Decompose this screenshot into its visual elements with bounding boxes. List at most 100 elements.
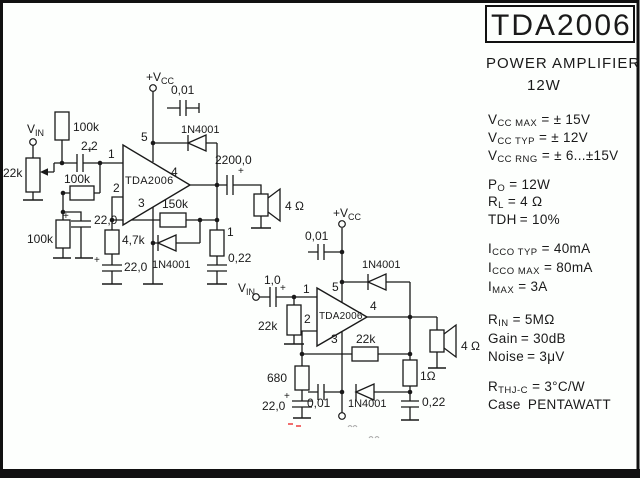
- cap-2u2-value: 2,2: [81, 139, 98, 153]
- amp1-pin1: 1: [108, 147, 115, 161]
- diode-1n4001-bottom-amp1: 1N4001: [152, 233, 191, 271]
- cap-2200u-polarity: +: [238, 166, 244, 177]
- amp2-pin4: 4: [370, 299, 377, 313]
- ground-ticks-amp1: [23, 199, 271, 285]
- cap-1u-input: 1,0 +: [264, 273, 286, 307]
- resistor-4k7-value: 4,7k: [122, 233, 146, 247]
- vcc1-label: +VCC: [146, 70, 175, 86]
- spec-imax: IMAX = 3A: [488, 279, 548, 296]
- diode-1n4001-bottom-amp2: 1N4001: [348, 382, 387, 410]
- vcc2-label: +VCC: [333, 206, 362, 222]
- pot-22k: 22k: [3, 157, 48, 193]
- amp1-circuit: VIN 22k 100k 2,2 + 100k 100k: [3, 70, 304, 285]
- cap-zobel-amp1-value: 0,22: [228, 251, 252, 265]
- opamp-amp1: TDA2006: [122, 143, 192, 227]
- opamp-amp2: TDA2006: [316, 286, 369, 348]
- amp2-pin2: 2: [304, 312, 311, 326]
- vin1-label: VIN: [27, 122, 44, 138]
- spec-rthj: RTHJ-C = 3°C/W: [488, 379, 585, 396]
- amp2-pin3: 3: [331, 332, 338, 346]
- junction-dots-amp1: [59, 140, 220, 246]
- resistor-680-value: 680: [267, 371, 287, 385]
- spec-vcc-typ: VCC TYP = ± 12V: [488, 130, 588, 147]
- spec-noise: Noise = 3μV: [488, 349, 565, 366]
- resistor-4k7: 4,7k: [104, 229, 146, 255]
- vcc2-terminal: [338, 220, 346, 228]
- resistor-zobel-amp1-value: 1: [227, 225, 234, 239]
- cap-22u-divider: + 22,0: [63, 211, 118, 228]
- cap-22u-amp2: + 22,0: [262, 391, 312, 413]
- cap-10n-decoupling-amp1: 0,01: [171, 83, 195, 116]
- resistor-100k-divider: 100k: [27, 219, 71, 249]
- cap-10n-decoupling-amp2: 0,01: [305, 229, 329, 260]
- diode-1n4001-top-amp1: 1N4001: [181, 124, 220, 153]
- cap-1u-value: 1,0: [264, 273, 281, 287]
- vin2-terminal: [252, 293, 260, 301]
- opamp-amp2-part: TDA2006: [319, 311, 363, 322]
- cap-22u-amp2-polarity: +: [284, 391, 290, 402]
- spec-rl: RL = 4 Ω: [488, 194, 542, 211]
- resistor-100k-divider-value: 100k: [27, 232, 54, 246]
- resistor-1ohm-zobel-amp2: 1Ω: [402, 359, 436, 387]
- cap-1u-polarity: +: [280, 283, 286, 294]
- resistor-150k-feedback: 150k: [159, 197, 189, 228]
- spec-icco-max: ICCO MAX = 80mA: [488, 260, 593, 277]
- cap-zobel-amp2-value: 0,22: [422, 395, 446, 409]
- vcc1-terminal: [149, 84, 157, 92]
- amp1-pin2: 2: [113, 181, 120, 195]
- spec-panel: TDA2006 POWER AMPLIFIER 12W VCC MAX = ± …: [485, 5, 639, 414]
- diode-top-amp1-part: 1N4001: [181, 124, 220, 136]
- resistor-22k-fb-value: 22k: [356, 332, 376, 346]
- junction-dots-amp2: [291, 249, 413, 395]
- resistor-zobel-amp2-value: 1Ω: [420, 369, 436, 383]
- amp2-pin5: 5: [332, 280, 339, 294]
- neg-supply-terminal: [338, 412, 346, 420]
- resistor-100k-bias: 100k: [64, 172, 95, 201]
- spec-vcc-max: VCC MAX = ± 15V: [488, 112, 590, 129]
- cap-22u-fb-value: 22,0: [124, 260, 148, 274]
- wires-amp1: [32, 91, 262, 284]
- spec-rin: RIN = 5MΩ: [488, 312, 555, 329]
- amp1-pin5: 5: [141, 130, 148, 144]
- cap-22u-feedback: + 22,0: [94, 255, 148, 274]
- spec-po: PO = 12W: [488, 177, 550, 194]
- spec-vcc-rng: VCC RNG = ± 6...±15V: [488, 148, 618, 165]
- cap-22u-div-polarity: +: [63, 211, 69, 222]
- resistor-100k-bias-value: 100k: [64, 172, 91, 186]
- cap-10n-amp1-value: 0,01: [171, 83, 195, 97]
- diode-top-amp2-part: 1N4001: [362, 259, 401, 271]
- cap-22u-fb-polarity: +: [94, 255, 100, 266]
- resistor-680: 680: [267, 365, 310, 391]
- artifact-marks: [288, 423, 380, 439]
- pot-22k-value: 22k: [3, 166, 23, 180]
- amp2-circuit: +VCC 0,01 1N4001 VIN 1,0 + 22k TDA2006: [238, 206, 480, 439]
- opamp-amp1-part: TDA2006: [125, 175, 174, 187]
- pot-wiper-arrow: [40, 168, 48, 176]
- bottom-border-bar: [0, 469, 640, 478]
- wires-amp2: [259, 228, 438, 420]
- speaker-amp2: 4 Ω: [429, 323, 480, 359]
- cap-220n-zobel-amp1: 0,22: [207, 251, 252, 272]
- resistor-100k-top: 100k: [54, 111, 100, 141]
- panel-power: 12W: [527, 77, 561, 94]
- title-box: [485, 5, 635, 43]
- resistor-150k-value: 150k: [162, 197, 189, 211]
- vin2-label: VIN: [238, 281, 255, 297]
- spec-case: Case PENTAWATT: [488, 397, 611, 414]
- amp1-pin3: 3: [138, 196, 145, 210]
- diode-1n4001-top-amp2: 1N4001: [362, 259, 401, 292]
- amp2-pin1: 1: [303, 282, 310, 296]
- ground-ticks-amp2: [284, 343, 446, 421]
- cap-2200u-value: 2200,0: [215, 153, 252, 167]
- cap-220n-zobel-amp2: 0,22: [401, 395, 446, 409]
- diode-bottom-amp1-part: 1N4001: [152, 259, 191, 271]
- resistor-22k-input: 22k: [258, 304, 302, 336]
- resistor-22k-input-value: 22k: [258, 319, 278, 333]
- resistor-1ohm-zobel-amp1: 1: [209, 225, 234, 257]
- cap-10n-bottom-amp2: 0,01: [307, 384, 331, 410]
- cap-2u2-input: 2,2 +: [76, 139, 98, 172]
- cap-2200u-output: 2200,0 +: [215, 153, 252, 195]
- chip-title: TDA2006: [491, 9, 632, 42]
